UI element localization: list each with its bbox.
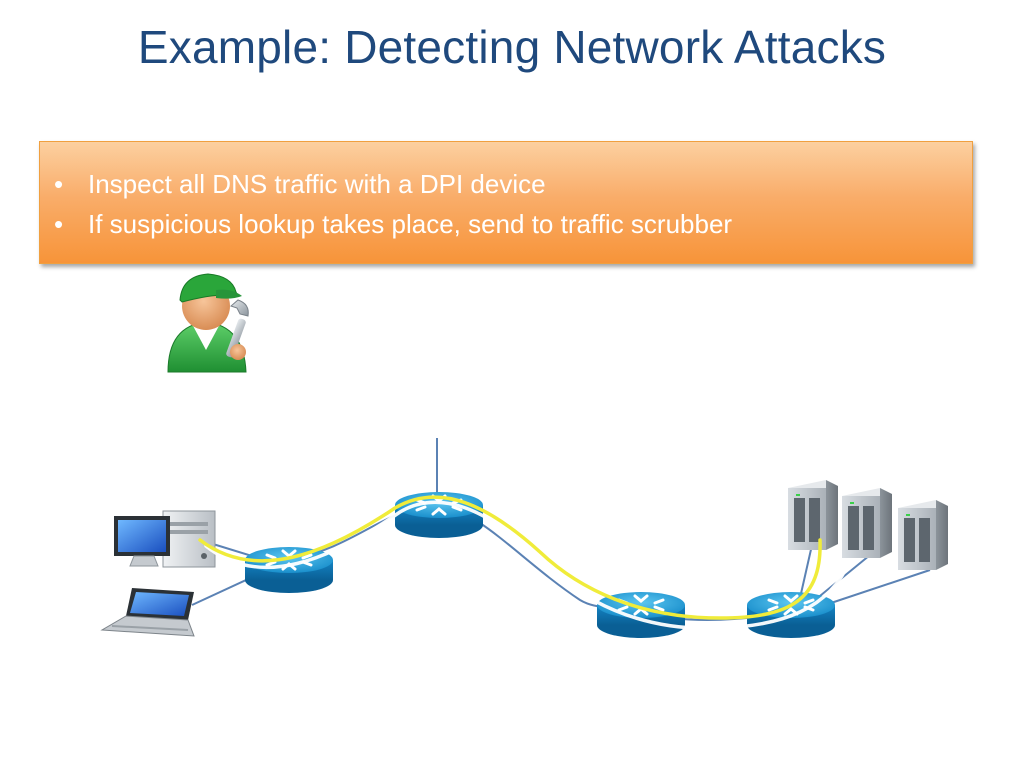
traffic-paths: [198, 495, 852, 631]
laptop-icon: [100, 588, 195, 637]
server-icon: [898, 500, 948, 570]
bullet-callout-box: • Inspect all DNS traffic with a DPI dev…: [39, 141, 973, 264]
admin-mechanic-icon: [167, 273, 249, 373]
desktop-computer-icon: [114, 510, 216, 568]
bullet-item: • If suspicious lookup takes place, send…: [48, 204, 972, 244]
bullet-list: • Inspect all DNS traffic with a DPI dev…: [48, 164, 972, 244]
server-icon: [842, 488, 892, 558]
router-icon: [245, 547, 333, 593]
bullet-marker: •: [54, 209, 64, 239]
bullet-item: • Inspect all DNS traffic with a DPI dev…: [48, 164, 972, 204]
server-icon: [788, 480, 838, 550]
slide-title: Example: Detecting Network Attacks: [137, 21, 887, 73]
bullet-text: If suspicious lookup takes place, send t…: [88, 209, 733, 239]
bullet-text: Inspect all DNS traffic with a DPI devic…: [88, 169, 546, 199]
bullet-marker: •: [54, 169, 64, 199]
